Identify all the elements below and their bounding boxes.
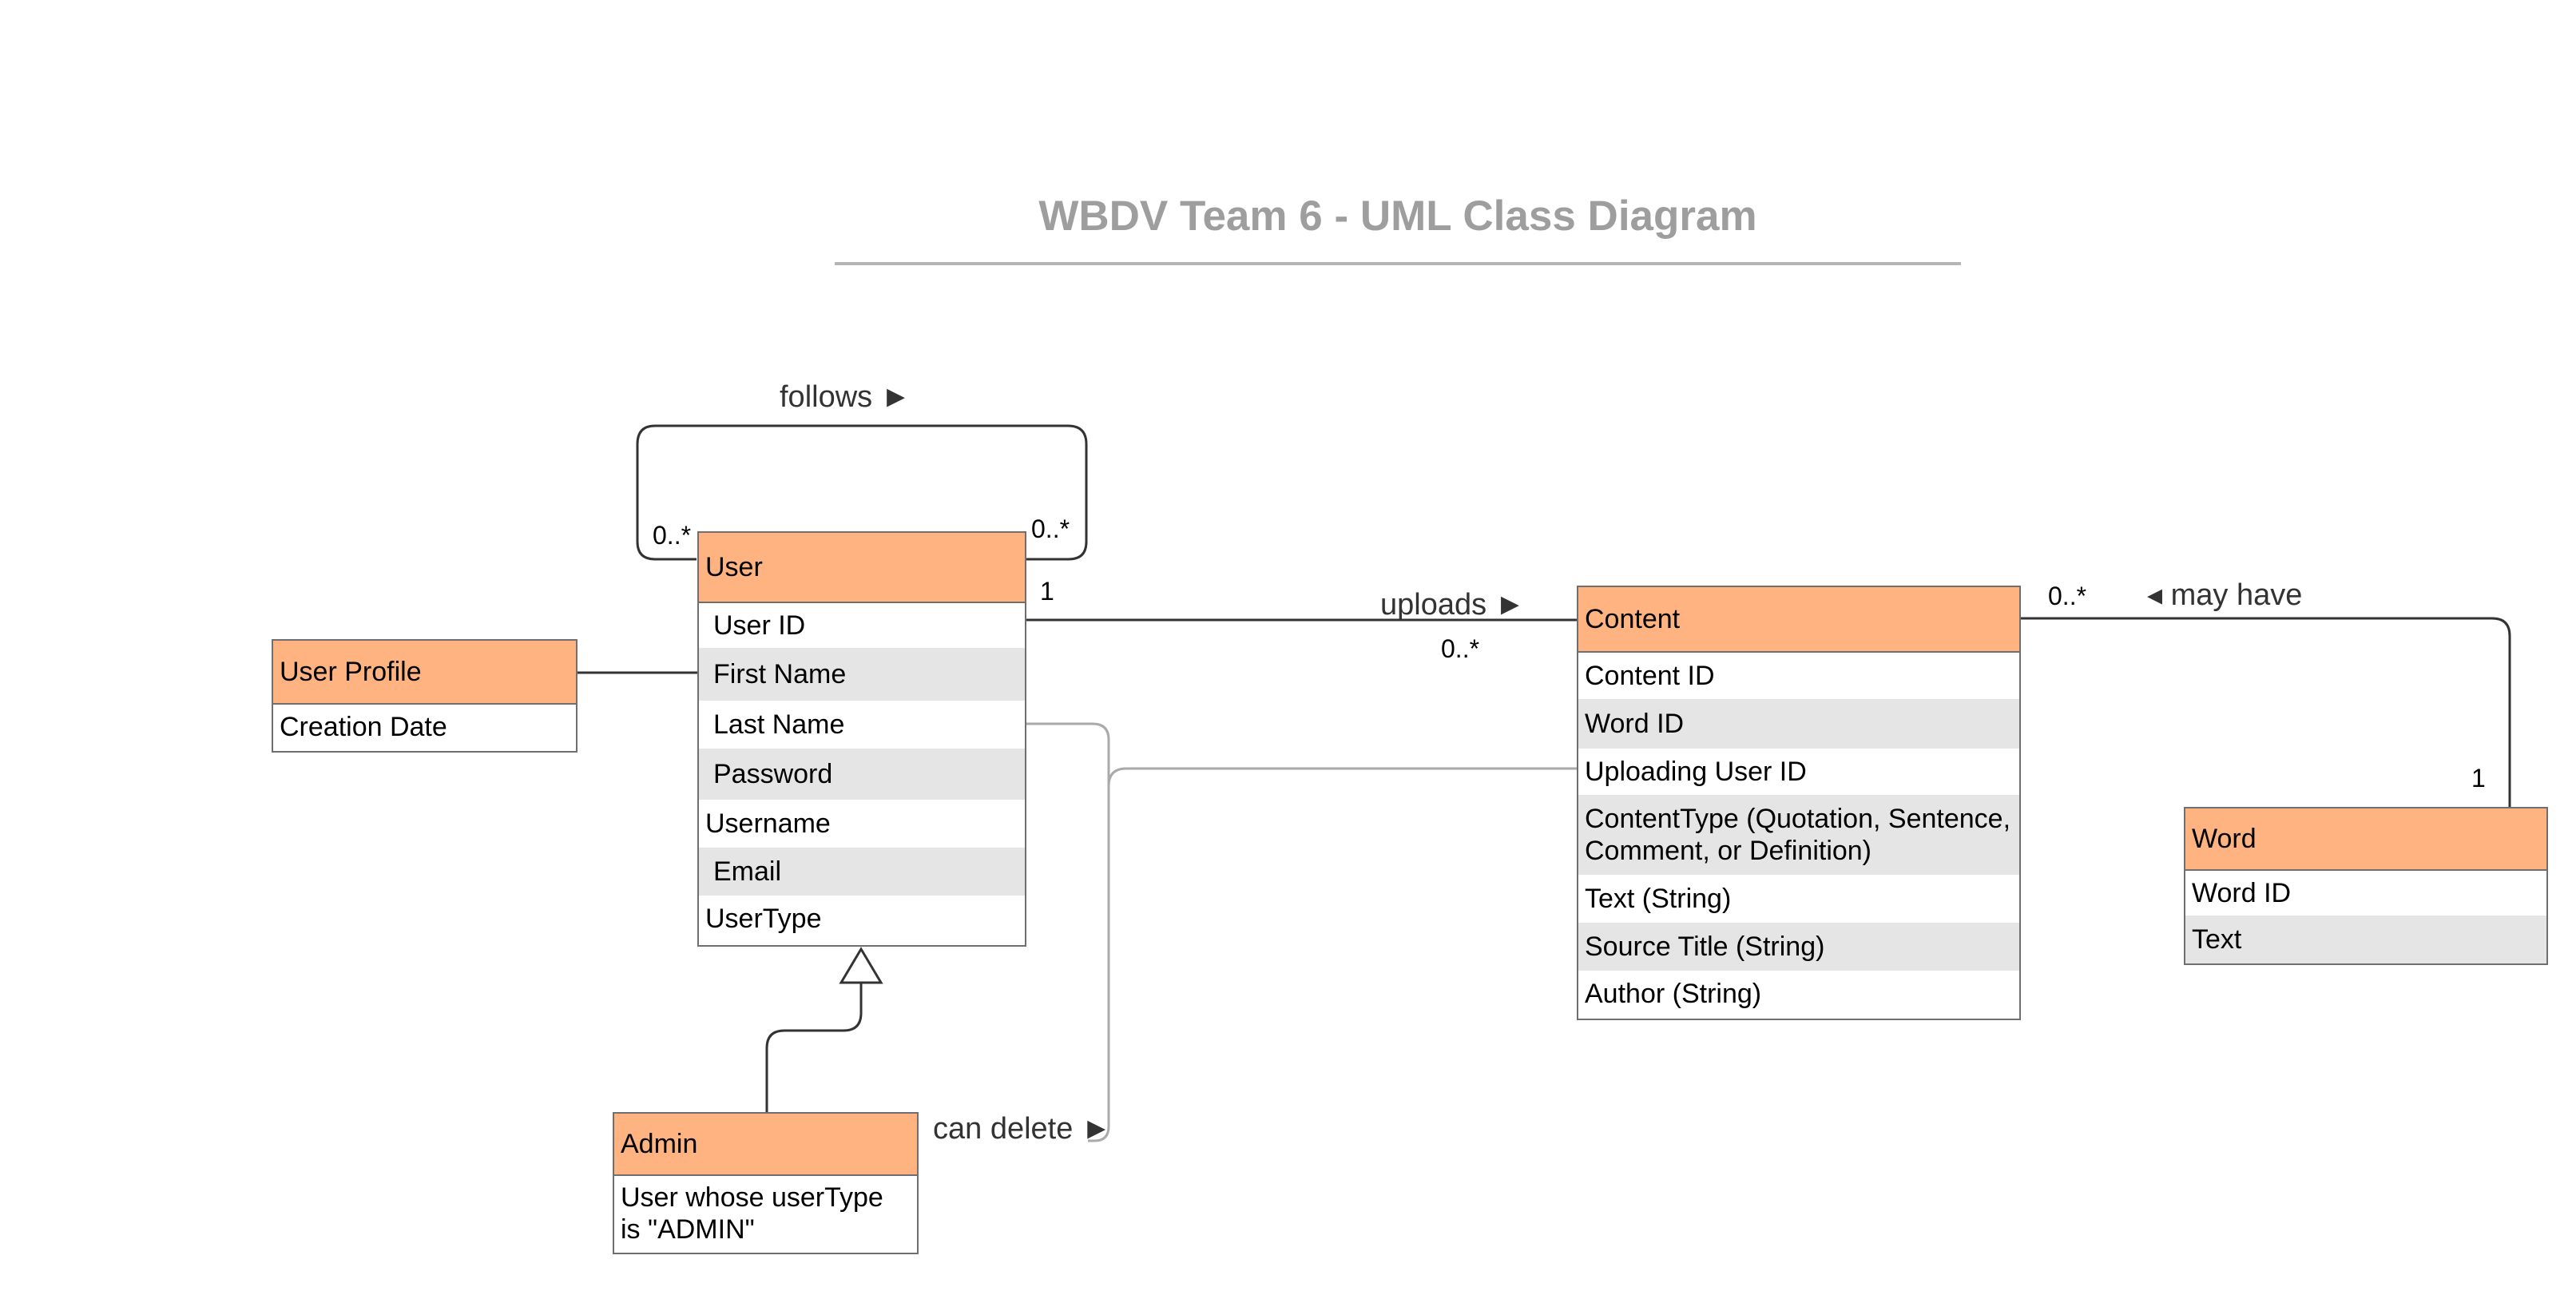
uploads-mult-content: 0..* bbox=[1441, 634, 1480, 663]
admin-class[interactable]: Admin User whose userType is "ADMIN" bbox=[613, 1112, 919, 1254]
content-attr-contenttype: ContentType (Quotation, Sentence, Commen… bbox=[1578, 795, 2019, 875]
generalization-arrow-icon bbox=[839, 947, 883, 984]
may-have-connector bbox=[2021, 617, 2511, 807]
generalization-connector bbox=[765, 983, 863, 1114]
user-attr-first-name: First Name bbox=[699, 648, 1025, 701]
content-class[interactable]: Content Content ID Word ID Uploading Use… bbox=[1577, 586, 2021, 1020]
user-attr-usertype: UserType bbox=[705, 903, 822, 934]
user-profile-attr-creation-date: Creation Date bbox=[280, 711, 447, 742]
may-have-mult-word: 1 bbox=[2471, 764, 2486, 793]
content-attr-word-id: Word ID bbox=[1578, 699, 2019, 749]
can-delete-content-connector bbox=[1107, 767, 1578, 787]
user-attr-password: Password bbox=[699, 749, 1025, 800]
word-attr-text: Text bbox=[2185, 916, 2546, 963]
content-attr-text: Text (String) bbox=[1585, 883, 1732, 914]
may-have-mult-content: 0..* bbox=[2048, 582, 2087, 610]
uploads-label: uploads ► bbox=[1380, 588, 1526, 622]
user-profile-class[interactable]: User Profile Creation Date bbox=[272, 639, 578, 753]
user-attr-username: Username bbox=[705, 808, 831, 839]
user-class[interactable]: User User ID First Name Last Name Passwo… bbox=[697, 531, 1026, 947]
content-attr-author: Author (String) bbox=[1585, 978, 1762, 1009]
word-attr-word-id: Word ID bbox=[2192, 877, 2292, 908]
can-delete-label: can delete ► bbox=[933, 1112, 1112, 1146]
content-attr-content-id: Content ID bbox=[1585, 660, 1715, 691]
content-attr-uploading-user-id: Uploading User ID bbox=[1585, 756, 1807, 787]
follows-mult-right: 0..* bbox=[1031, 514, 1070, 543]
follows-connector bbox=[636, 424, 1088, 561]
may-have-label: ◂ may have bbox=[2147, 578, 2303, 612]
user-attr-email: Email bbox=[699, 848, 1025, 896]
user-profile-class-name: User Profile bbox=[273, 641, 576, 705]
user-attr-user-id: User ID bbox=[713, 610, 806, 641]
content-attr-source-title: Source Title (String) bbox=[1578, 923, 2019, 971]
word-class-name: Word bbox=[2185, 808, 2546, 871]
admin-class-name: Admin bbox=[614, 1114, 917, 1176]
follows-mult-left: 0..* bbox=[653, 521, 692, 550]
admin-attr-description: User whose userType is "ADMIN" bbox=[621, 1182, 883, 1245]
content-class-name: Content bbox=[1578, 587, 2019, 653]
user-class-name: User bbox=[699, 533, 1025, 603]
uploads-mult-user: 1 bbox=[1040, 577, 1054, 606]
follows-label: follows ► bbox=[780, 380, 911, 414]
title-underline bbox=[835, 262, 1961, 265]
user-attr-last-name: Last Name bbox=[713, 709, 845, 740]
word-class[interactable]: Word Word ID Text bbox=[2184, 807, 2548, 965]
can-delete-connector bbox=[1026, 722, 1110, 1142]
diagram-title: WBDV Team 6 - UML Class Diagram bbox=[1038, 193, 1757, 240]
